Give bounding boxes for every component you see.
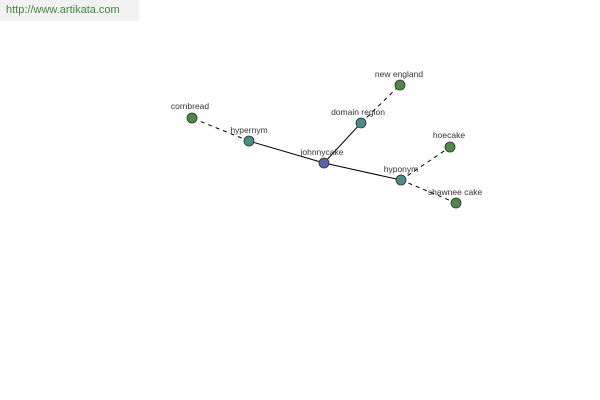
label-hypernym[interactable]: hypernym [230, 125, 267, 135]
edge-johnnycake-domain-region [323, 122, 362, 164]
edge-hypernym-cornbread [191, 117, 250, 142]
edge-hyponym-shawnee-cake [400, 179, 457, 204]
node-domain-region[interactable] [355, 117, 367, 129]
edge-johnnycake-hypernym [248, 140, 325, 164]
node-hyponym[interactable] [395, 174, 407, 186]
node-hoecake[interactable] [444, 141, 456, 153]
node-new-england[interactable] [394, 79, 406, 91]
label-cornbread[interactable]: cornbread [171, 101, 210, 111]
url-text[interactable]: http://www.artikata.com [6, 4, 120, 16]
label-domain-region[interactable]: domain region [331, 107, 385, 117]
node-shawnee-cake[interactable] [450, 197, 462, 209]
node-johnnycake[interactable] [318, 157, 330, 169]
label-shawnee-cake[interactable]: shawnee cake [428, 187, 483, 197]
label-johnnycake[interactable]: johnnycake [299, 147, 343, 157]
label-new-england[interactable]: new england [375, 69, 423, 79]
url-banner: http://www.artikata.com [0, 0, 139, 21]
edge-johnnycake-hyponym [323, 162, 402, 181]
edge-hyponym-hoecake [400, 146, 451, 181]
label-hyponym[interactable]: hyponym [384, 164, 419, 174]
node-hypernym[interactable] [243, 135, 255, 147]
label-hoecake[interactable]: hoecake [433, 130, 465, 140]
edge-domain-region-new-england [360, 84, 401, 124]
node-cornbread[interactable] [186, 112, 198, 124]
